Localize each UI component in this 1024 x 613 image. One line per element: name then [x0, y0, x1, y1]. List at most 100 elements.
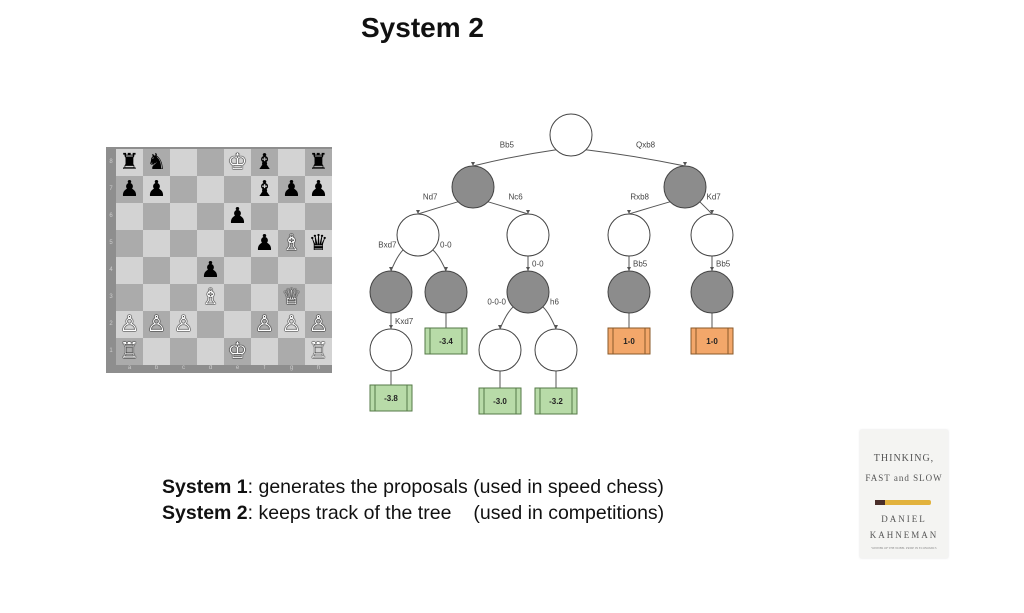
white-piece-icon: ♖: [119, 338, 140, 364]
square-g7: ♟: [278, 176, 305, 203]
move-label: h6: [550, 298, 559, 307]
opponent-node: [451, 165, 495, 209]
tree-edge: [699, 201, 713, 215]
square-g8: [278, 149, 305, 176]
book-cover-thinking-fast-and-slow: THINKING, FAST and SLOW DANIEL KAHNEMAN …: [860, 430, 948, 558]
file-label: c: [182, 365, 185, 371]
rank-label: 5: [109, 240, 113, 246]
square-b2: ♙: [143, 311, 170, 338]
arrowhead-icon: [627, 210, 631, 214]
square-a7: ♟: [116, 176, 143, 203]
white-piece-icon: ♙: [119, 311, 140, 337]
tree-edge: [390, 249, 404, 272]
leaf-value: -3.0: [493, 397, 507, 406]
square-b1: [143, 338, 170, 365]
rank-label: 6: [109, 213, 113, 219]
tree-edge: [585, 149, 686, 167]
black-piece-icon: ♝: [254, 149, 275, 175]
move-label: Bxd7: [378, 241, 397, 250]
move-label: Bb5: [500, 141, 515, 150]
square-c7: [170, 176, 197, 203]
book-subtitle: WINNER OF THE NOBEL PRIZE IN ECONOMICS: [871, 546, 937, 550]
pencil-icon: [875, 500, 931, 505]
square-d6: [197, 203, 224, 230]
file-label: h: [316, 365, 321, 371]
square-e6: ♟: [224, 203, 251, 230]
opponent-node: [369, 270, 413, 314]
arrowhead-icon: [526, 210, 530, 214]
move-label: Rxb8: [630, 193, 649, 202]
square-e4: [224, 257, 251, 284]
rank-label: 2: [109, 321, 113, 327]
square-d4: ♟: [197, 257, 224, 284]
book-title-line1: THINKING,: [873, 453, 935, 464]
square-e5: [224, 230, 251, 257]
square-c1: [170, 338, 197, 365]
file-label: e: [235, 365, 240, 371]
arrowhead-icon: [471, 162, 475, 166]
move-label: 0-0: [440, 241, 452, 250]
square-h8: ♜: [305, 149, 332, 176]
square-a2: ♙: [116, 311, 143, 338]
leaf-box: [534, 387, 578, 415]
white-piece-icon: ♖: [308, 338, 329, 364]
arrowhead-icon: [627, 267, 631, 271]
square-b5: [143, 230, 170, 257]
square-d3: ♗: [197, 284, 224, 311]
rank-label: 4: [109, 267, 113, 273]
leaf-value: -3.2: [549, 397, 563, 406]
move-label: Bb5: [633, 260, 648, 269]
arrowhead-icon: [416, 210, 420, 214]
arrowhead-icon: [554, 325, 558, 329]
player-node: [549, 113, 593, 157]
rank-label: 3: [109, 294, 113, 300]
square-d8: [197, 149, 224, 176]
player-node: [478, 328, 522, 372]
leaf-value: -3.4: [439, 337, 453, 346]
arrowhead-icon: [710, 267, 714, 271]
white-piece-icon: ♗: [281, 230, 302, 256]
square-h7: ♟: [305, 176, 332, 203]
square-b6: [143, 203, 170, 230]
square-g5: ♗: [278, 230, 305, 257]
square-c8: [170, 149, 197, 176]
black-piece-icon: ♟: [146, 176, 167, 202]
book-author-last: KAHNEMAN: [869, 530, 939, 540]
square-b3: [143, 284, 170, 311]
book-author-first: DANIEL: [881, 514, 927, 524]
square-b8: ♞: [143, 149, 170, 176]
square-e8: ♔: [224, 149, 251, 176]
white-piece-icon: ♕: [281, 284, 302, 310]
white-piece-icon: ♙: [146, 311, 167, 337]
black-piece-icon: ♟: [119, 176, 140, 202]
leaf-box: [690, 327, 734, 355]
leaf-value: 1-0: [706, 337, 718, 346]
file-label: d: [208, 365, 213, 371]
rank-label: 1: [109, 348, 113, 354]
player-node: [369, 328, 413, 372]
white-piece-icon: ♔: [227, 149, 248, 175]
white-piece-icon: ♙: [173, 311, 194, 337]
square-h6: [305, 203, 332, 230]
player-node: [690, 213, 734, 257]
move-label: 0-0-0: [487, 298, 506, 307]
system-1-label: System 1: [162, 476, 248, 498]
square-a1: ♖: [116, 338, 143, 365]
square-f6: [251, 203, 278, 230]
square-e1: ♔: [224, 338, 251, 365]
tree-edge: [472, 149, 557, 167]
tree-edge: [499, 306, 514, 330]
arrowhead-icon: [498, 325, 502, 329]
opponent-node: [424, 270, 468, 314]
square-a5: [116, 230, 143, 257]
square-e7: [224, 176, 251, 203]
square-g1: [278, 338, 305, 365]
square-g2: ♙: [278, 311, 305, 338]
tree-edge: [417, 201, 459, 215]
black-piece-icon: ♜: [119, 149, 140, 175]
leaf-box: [478, 387, 522, 415]
black-piece-icon: ♜: [308, 149, 329, 175]
tree-edge: [628, 201, 671, 215]
square-c6: [170, 203, 197, 230]
